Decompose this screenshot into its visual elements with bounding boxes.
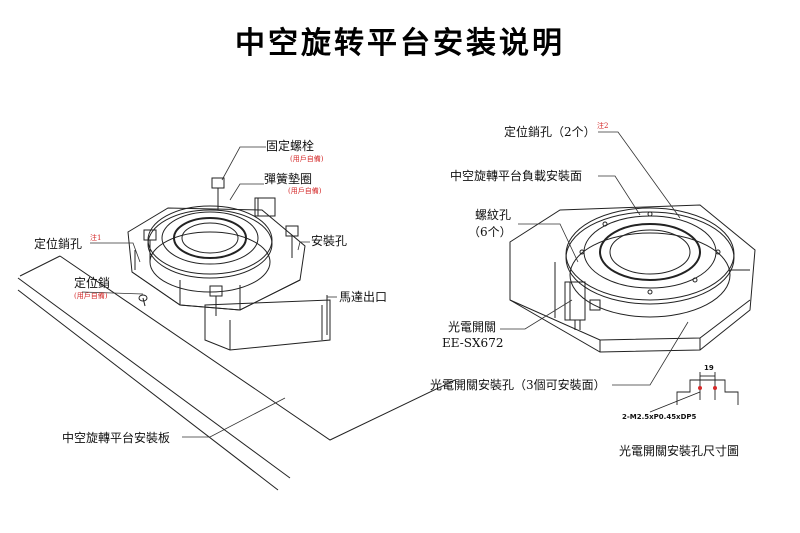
label-spring-washer: 彈簧墊圈 bbox=[264, 172, 313, 186]
note-locating-pin-hole: 注1 bbox=[90, 234, 102, 242]
label-right-locating-pin-hole: 定位銷孔（2个） bbox=[504, 125, 596, 139]
left-base-shape bbox=[127, 207, 306, 311]
left-pin-shape bbox=[138, 294, 148, 307]
dim-drawing-shape bbox=[649, 372, 739, 413]
label-mount-plate: 中空旋轉平台安裝板 bbox=[62, 431, 171, 445]
left-bolts-shape bbox=[143, 177, 299, 316]
label-load-surface: 中空旋轉平台負載安裝面 bbox=[450, 169, 583, 183]
note-fixed-bolt: (用戶自備) bbox=[290, 155, 324, 163]
note-locating-pin: (用戶自備) bbox=[74, 292, 108, 300]
thread-spec: 2-M2.5xP0.45xDP5 bbox=[622, 413, 697, 421]
mount-plate-shape bbox=[17, 255, 456, 491]
label-locating-pin: 定位銷 bbox=[74, 276, 111, 290]
right-leaders bbox=[500, 131, 689, 386]
note-spring-washer: (用戶自備) bbox=[288, 187, 322, 195]
note-right-locating-pin-hole: 注2 bbox=[597, 122, 609, 130]
motor-block-shape bbox=[204, 299, 331, 351]
label-dim-drawing-title: 光電開關安裝孔尺寸圖 bbox=[619, 444, 740, 458]
label-locating-pin-hole: 定位銷孔 bbox=[34, 237, 83, 251]
dim-value: 19 bbox=[704, 364, 714, 372]
left-table-shape bbox=[147, 205, 273, 293]
label-fixed-bolt: 固定螺栓 bbox=[266, 139, 315, 153]
label-sensor: 光電開關 bbox=[448, 320, 497, 334]
page-title: 中空旋转平台安装说明 bbox=[235, 26, 565, 61]
label-motor-outlet: 馬達出口 bbox=[339, 290, 388, 304]
right-base-shape bbox=[509, 204, 756, 353]
label-thread-hole-count: （6个） bbox=[468, 225, 512, 239]
label-sensor-mount-hole: 光電開關安裝孔（3個可安裝面） bbox=[430, 378, 606, 392]
left-sensor-shape bbox=[254, 197, 276, 217]
label-sensor-model: EE-SX672 bbox=[442, 336, 504, 350]
label-thread-hole: 螺紋孔 bbox=[475, 208, 512, 222]
left-leaders bbox=[81, 146, 337, 438]
label-mount-hole: 安裝孔 bbox=[311, 234, 348, 248]
right-table-shape bbox=[565, 207, 735, 318]
